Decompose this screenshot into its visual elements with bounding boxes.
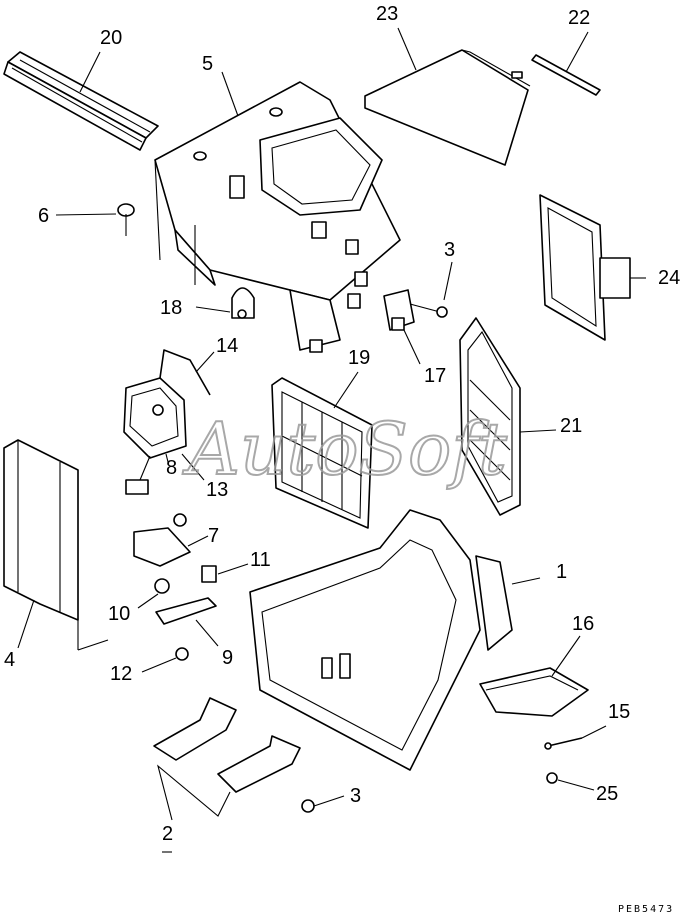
callout-5: 5 [202,53,213,75]
part-16-drain-pan[interactable] [479,667,589,717]
part-6-clip[interactable] [117,203,135,236]
callout-2: 2 [162,823,173,845]
part-1-lower-housing[interactable] [249,509,513,771]
part-8-clamp[interactable] [173,513,187,527]
callout-10: 10 [108,603,130,625]
part-15-pin[interactable] [544,737,583,750]
part-18-bracket-clip[interactable] [231,287,255,319]
callout-numbers: 20 5 23 22 6 24 3 18 14 19 17 21 8 13 7 … [4,3,680,853]
callout-1: 1 [556,561,567,583]
callout-22: 22 [568,7,590,29]
callout-24: 24 [658,267,680,289]
callout-23: 23 [376,3,398,25]
part-11-fitting[interactable] [201,565,217,583]
autosoft-watermark: AutoSoft [182,407,508,491]
callout-18: 18 [160,297,182,319]
part-4-heater-core[interactable] [3,439,109,651]
part-5-upper-housing[interactable] [154,81,401,353]
leader-lines [17,27,646,821]
callout-4: 4 [4,649,15,671]
part-19-filter-panel[interactable] [271,377,373,529]
callout-21: 21 [560,415,582,437]
part-14-pipe[interactable] [159,349,211,396]
callout-17: 17 [424,365,446,387]
drawing-code: PEB5473 [618,904,674,915]
part-13-valve-assembly[interactable] [123,377,187,495]
callout-12: 12 [110,663,132,685]
callout-13: 13 [206,479,228,501]
part-2-mounting-bracket-b[interactable] [217,735,301,793]
callout-19: 19 [348,347,370,369]
callout-20: 20 [100,27,122,49]
callout-11: 11 [250,549,271,571]
part-23-cover-panel[interactable] [364,49,531,166]
part-9-plate[interactable] [155,597,217,625]
callout-8: 8 [166,457,177,479]
part-3-lower-screw[interactable] [301,799,315,813]
callout-7: 7 [208,525,219,547]
callout-15: 15 [608,701,630,723]
part-20-channel-strip[interactable] [3,51,159,151]
callout-9: 9 [222,647,233,669]
callout-16: 16 [572,613,594,635]
part-24-frame-filter[interactable] [539,194,631,341]
part-10-grommet[interactable] [154,578,170,594]
part-22-rod[interactable] [531,54,601,96]
callout-25: 25 [596,783,618,805]
callout-3-upper: 3 [444,239,455,261]
part-7-bracket[interactable] [133,527,191,567]
callout-14: 14 [216,335,238,357]
part-2-mounting-bracket-a[interactable] [153,697,237,761]
part-21-evaporator-core[interactable] [459,317,521,516]
part-25-screw[interactable] [546,772,558,784]
callout-3-lower: 3 [350,785,361,807]
part-12-bolt[interactable] [175,647,189,661]
part-17-valve-bracket[interactable] [383,289,415,331]
callout-6: 6 [38,205,49,227]
